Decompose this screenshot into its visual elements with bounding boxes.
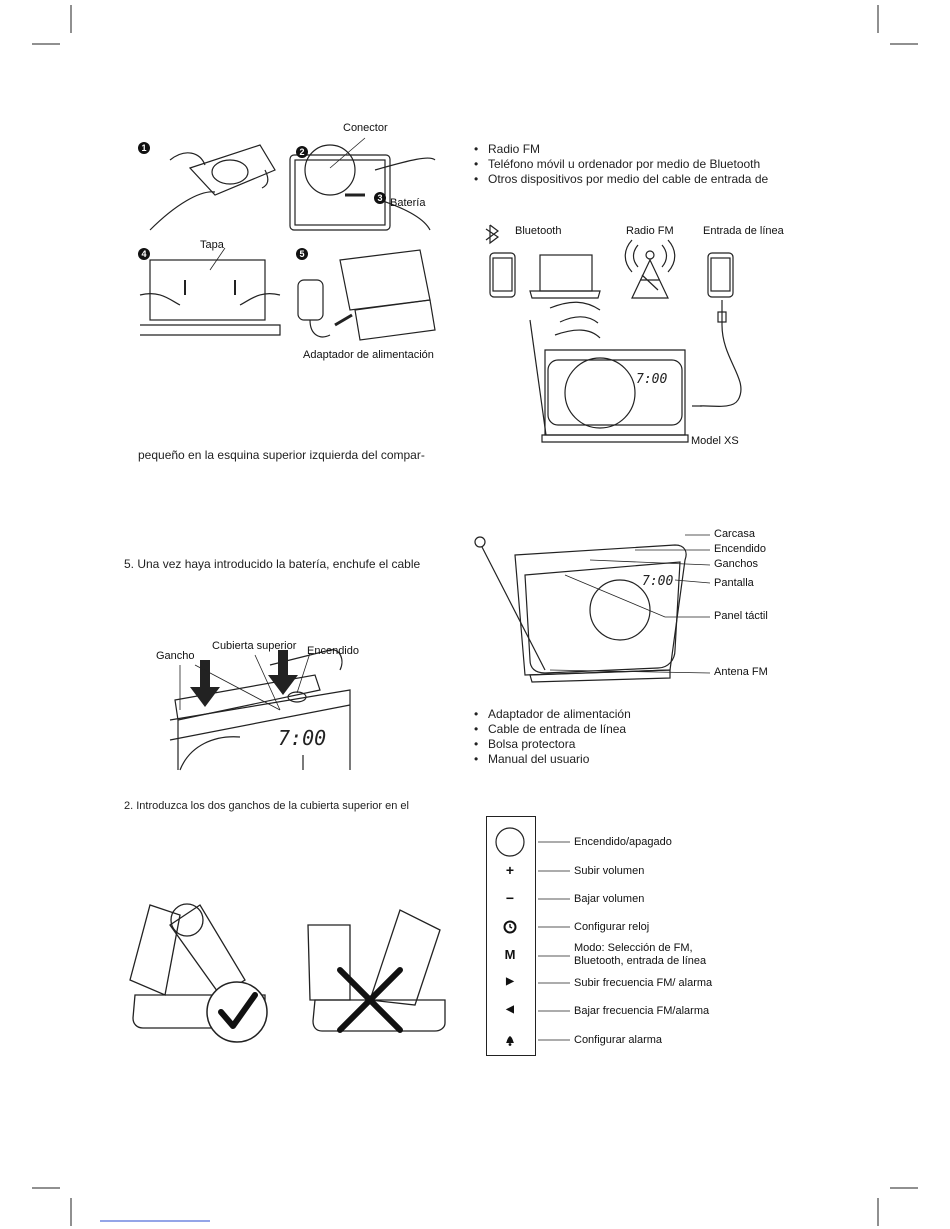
list-item: Teléfono móvil u ordenador por medio de … bbox=[474, 157, 768, 172]
list-item: Adaptador de alimentación bbox=[474, 707, 631, 722]
correct-placement-drawing bbox=[129, 903, 268, 1043]
part-label-casing: Carcasa bbox=[714, 528, 755, 540]
connector-label: Conector bbox=[343, 122, 388, 134]
step-3-number: 3 bbox=[377, 193, 382, 203]
step-5-number: 5 bbox=[299, 249, 304, 259]
model-label: Model XS bbox=[691, 435, 739, 447]
body-text-line-1: pequeño en la esquina superior izquierda… bbox=[138, 448, 425, 462]
power-circle-icon bbox=[495, 827, 525, 857]
control-label-volume-down: Bajar volumen bbox=[574, 893, 645, 905]
part-label-hooks: Ganchos bbox=[714, 558, 759, 570]
power-label-top-cover: Encendido bbox=[307, 645, 359, 657]
part-label-power: Encendido bbox=[714, 543, 766, 555]
battery-label: Batería bbox=[390, 197, 426, 209]
control-label-freq-down: Bajar frecuencia FM/alarma bbox=[574, 1005, 710, 1017]
part-label-touch-panel: Panel táctil bbox=[714, 610, 768, 622]
bluetooth-icon bbox=[485, 224, 500, 245]
fm-radio-label: Radio FM bbox=[626, 225, 674, 237]
line-in-label: Entrada de línea bbox=[703, 225, 784, 237]
top-cover-clock-display: 7:00 bbox=[278, 726, 326, 750]
play-right-icon: ▶ bbox=[506, 976, 514, 987]
top-cover-label: Cubierta superior bbox=[212, 640, 297, 652]
list-item: Cable de entrada de línea bbox=[474, 722, 631, 737]
power-adapter-label: Adaptador de alimentación bbox=[303, 349, 434, 361]
list-item: Radio FM bbox=[474, 142, 768, 157]
control-label-freq-up: Subir frecuencia FM/ alarma bbox=[574, 977, 713, 989]
control-label-mode: Modo: Selección de FM, bbox=[574, 942, 693, 954]
bluetooth-label: Bluetooth bbox=[515, 225, 562, 237]
control-label-mode-line-2: Bluetooth, entrada de línea bbox=[574, 955, 707, 967]
control-label-set-clock: Configurar reloj bbox=[574, 921, 650, 933]
play-left-icon: ◀ bbox=[506, 1004, 514, 1015]
hook-label: Gancho bbox=[156, 650, 195, 662]
step-2-number: 2 bbox=[299, 147, 304, 157]
sources-list: Radio FM Teléfono móvil u ordenador por … bbox=[474, 142, 768, 187]
sources-drawing: 7:00 bbox=[485, 224, 742, 443]
step-4-number: 4 bbox=[141, 249, 146, 259]
part-label-fm-antenna: Antena FM bbox=[714, 666, 768, 678]
controls-leader-lines bbox=[538, 841, 570, 1041]
incorrect-placement-drawing bbox=[307, 909, 446, 1033]
minus-icon: − bbox=[505, 890, 515, 906]
control-label-power: Encendido/apagado bbox=[574, 836, 672, 848]
part-label-display: Pantalla bbox=[714, 577, 754, 589]
control-label-volume-up: Subir volumen bbox=[574, 865, 645, 877]
plus-icon: + bbox=[505, 862, 515, 878]
lid-label: Tapa bbox=[200, 239, 224, 251]
list-item: Manual del usuario bbox=[474, 752, 631, 767]
mode-icon: M bbox=[504, 947, 516, 962]
list-item: Bolsa protectora bbox=[474, 737, 631, 752]
accessories-list: Adaptador de alimentación Cable de entra… bbox=[474, 707, 631, 767]
radio-tower-icon bbox=[631, 258, 669, 299]
list-item: Otros dispositivos por medio del cable d… bbox=[474, 172, 768, 187]
bell-icon bbox=[506, 1036, 514, 1046]
touch-panel-strip bbox=[486, 816, 536, 1056]
clock-icon bbox=[503, 920, 517, 934]
body-text-line-2: 5. Una vez haya introducido la batería, … bbox=[124, 557, 421, 571]
sources-clock-display: 7:00 bbox=[636, 372, 667, 387]
step-1-number: 1 bbox=[141, 143, 146, 153]
control-label-alarm: Configurar alarma bbox=[574, 1034, 663, 1046]
parts-clock-display: 7:00 bbox=[642, 574, 673, 589]
body-text-line-3: 2. Introduzca los dos ganchos de la cubi… bbox=[124, 800, 409, 812]
top-cover-drawing: 7:00 bbox=[169, 649, 351, 771]
parts-drawing: 7:00 bbox=[474, 534, 711, 683]
battery-install-drawing: 1 2 3 4 5 bbox=[138, 137, 436, 341]
